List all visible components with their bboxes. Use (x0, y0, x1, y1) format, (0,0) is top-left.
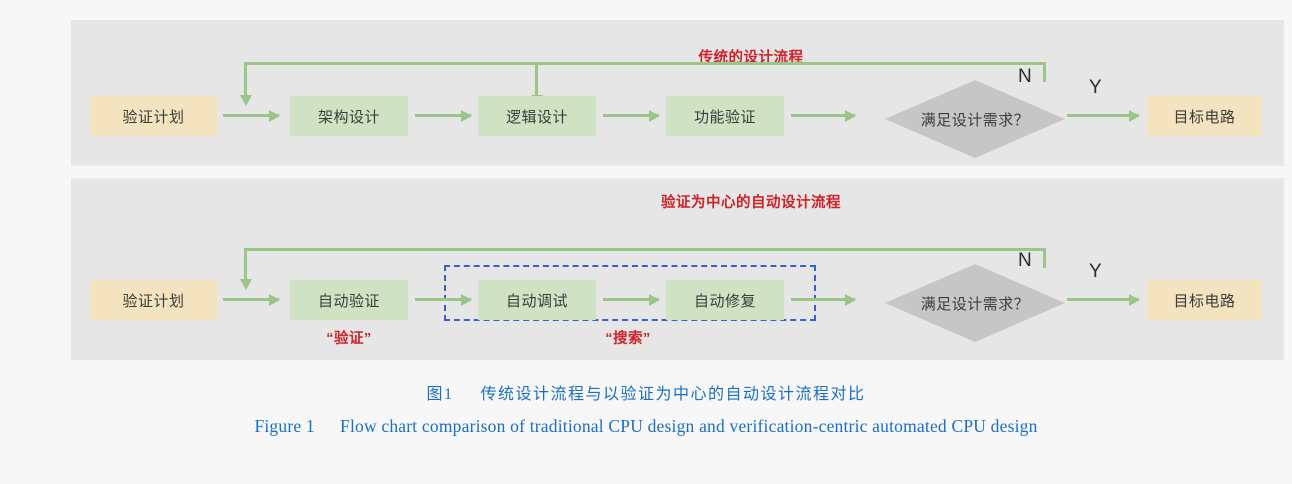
caption-chinese: 图1 传统设计流程与以验证为中心的自动设计流程对比 (0, 380, 1292, 404)
arrow-decision-to-target (1067, 114, 1139, 117)
node-label: 验证计划 (122, 108, 185, 126)
node-auto-debug[interactable]: 自动调试 (478, 280, 596, 320)
node-label: 逻辑设计 (505, 108, 568, 126)
node-auto-repair[interactable]: 自动修复 (666, 280, 784, 320)
node-label: 功能验证 (693, 108, 756, 126)
verification-annotation: “验证” (326, 331, 372, 347)
arrow-auto-repair-to-decision (791, 298, 855, 301)
node-target-circuit[interactable]: 目标电路 (1147, 96, 1262, 136)
node-architecture-design[interactable]: 架构设计 (290, 96, 408, 136)
node-verification-plan[interactable]: 验证计划 (90, 96, 217, 136)
arrow-auto-debug-to-auto-repair (603, 298, 659, 301)
arrow-functional-to-decision (791, 114, 855, 117)
node-label: 满足设计需求？ (920, 111, 1030, 129)
arrow-plan-to-auto-verification (223, 298, 279, 301)
arrow-auto-verification-to-auto-debug (415, 298, 471, 301)
branch-label-no: N (1018, 66, 1032, 87)
node-label: 自动修复 (693, 292, 756, 310)
arrow-plan-to-architecture (223, 114, 279, 117)
caption-en-label: Figure 1 (254, 416, 315, 436)
panel-automated-flow: 验证为中心的自动设计流程 验证计划 自动验证 自动调试 自动修复 满足设计需求？… (71, 178, 1284, 360)
feedback-rail-drop-to-diamond (1043, 62, 1046, 82)
search-group-box (444, 265, 816, 321)
feedback-arrow-to-logic (535, 62, 538, 96)
arrow-architecture-to-logic (415, 114, 471, 117)
node-logic-design[interactable]: 逻辑设计 (478, 96, 596, 136)
caption-cn-text: 传统设计流程与以验证为中心的自动设计流程对比 (480, 386, 866, 403)
branch-label-yes: Y (1089, 261, 1102, 282)
panel-traditional-flow: 传统的设计流程 验证计划 架构设计 逻辑设计 功能验证 满足设计需求？ N Y (71, 20, 1284, 166)
node-requirement-decision[interactable]: 满足设计需求？ (885, 264, 1065, 342)
node-auto-verification[interactable]: 自动验证 (290, 280, 408, 320)
node-label: 验证计划 (122, 292, 185, 310)
search-annotation: “搜索” (605, 331, 651, 347)
arrow-decision-to-target (1067, 298, 1139, 301)
node-label: 架构设计 (317, 108, 380, 126)
node-label: 目标电路 (1173, 108, 1236, 126)
caption-en-text: Flow chart comparison of traditional CPU… (340, 416, 1038, 436)
node-target-circuit[interactable]: 目标电路 (1147, 280, 1262, 320)
feedback-arrow-to-auto-verification (244, 248, 247, 280)
feedback-arrow-to-architecture (244, 62, 247, 96)
caption-english: Figure 1 Flow chart comparison of tradit… (0, 416, 1292, 437)
feedback-rail-drop-to-diamond (1043, 248, 1046, 268)
node-label: 自动验证 (317, 292, 380, 310)
feedback-rail-traditional (244, 62, 1046, 65)
node-functional-verification[interactable]: 功能验证 (666, 96, 784, 136)
node-requirement-decision[interactable]: 满足设计需求？ (885, 80, 1065, 158)
node-verification-plan[interactable]: 验证计划 (90, 280, 217, 320)
branch-label-no: N (1018, 250, 1032, 271)
panel-automated-title: 验证为中心的自动设计流程 (661, 195, 841, 211)
feedback-rail-automated (244, 248, 1046, 251)
node-label: 满足设计需求？ (920, 295, 1030, 313)
branch-label-yes: Y (1089, 77, 1102, 98)
arrow-logic-to-functional (603, 114, 659, 117)
node-label: 自动调试 (505, 292, 568, 310)
caption-cn-label: 图1 (426, 386, 454, 403)
node-label: 目标电路 (1173, 292, 1236, 310)
